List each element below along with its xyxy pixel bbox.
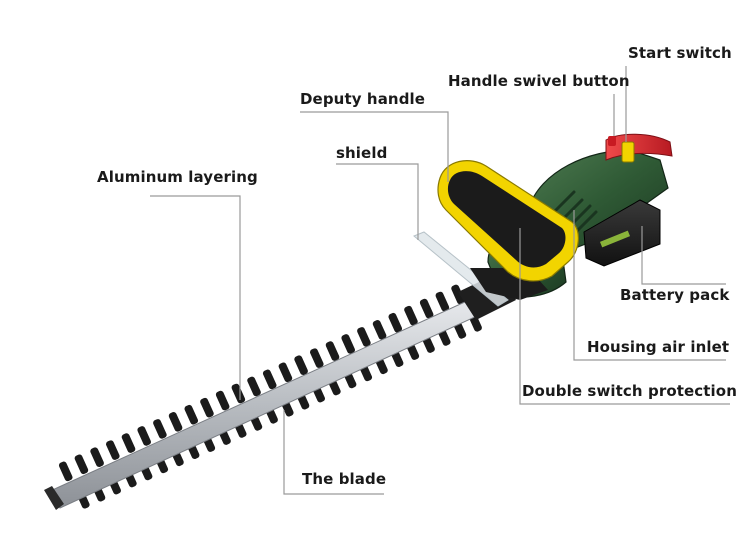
label-shield: shield: [336, 144, 388, 162]
blade-tooth: [153, 419, 167, 439]
blade-tooth: [325, 341, 340, 361]
blade-tooth: [184, 404, 199, 425]
blade-tooth: [372, 320, 387, 340]
blade-tooth: [90, 447, 104, 467]
leader-deputy-handle: [300, 111, 449, 182]
leader-blade: [283, 410, 384, 495]
label-handle-swivel-button: Handle swivel button: [448, 72, 630, 90]
blade-tooth: [168, 412, 183, 432]
blade-tooth: [435, 291, 450, 312]
blade-assembly: [44, 272, 516, 510]
blade-tooth: [419, 298, 434, 319]
blade-tooth: [231, 383, 246, 404]
blade-tooth: [106, 440, 120, 460]
blade-tooth: [310, 348, 324, 368]
blade-tooth: [341, 334, 355, 354]
leader-air-inlet: [573, 210, 726, 361]
blade-tooth: [137, 426, 151, 446]
blade-tooth: [357, 327, 371, 347]
start-switch-trigger: [621, 141, 635, 163]
blade-tooth: [451, 284, 465, 305]
label-deputy-handle: Deputy handle: [300, 90, 426, 108]
label-double-switch-protection: Double switch protection: [522, 382, 737, 400]
blade-tooth: [388, 312, 403, 333]
battery-pack-shape: [583, 199, 661, 267]
leader-aluminum: [150, 195, 241, 400]
blade-tooth: [121, 433, 136, 453]
blade-tooth: [404, 305, 418, 326]
blade-tooth: [215, 390, 230, 411]
leader-lines: [150, 66, 730, 495]
label-start-switch: Start switch: [628, 44, 732, 62]
spine-tip: [44, 486, 64, 510]
leader-shield: [336, 163, 419, 240]
blade-tooth: [294, 355, 308, 375]
label-the-blade: The blade: [302, 470, 387, 488]
label-battery-pack: Battery pack: [620, 286, 730, 304]
swivel-button: [608, 136, 616, 146]
aluminum-spine: [47, 295, 491, 509]
blade-tooth: [58, 461, 73, 482]
blade-tooth: [74, 454, 89, 475]
blade-tooth: [200, 397, 214, 418]
leader-double-switch: [519, 228, 730, 405]
deputy-handle-shape: [437, 160, 579, 282]
blade-tooth: [247, 376, 261, 397]
blade-tooth: [278, 362, 293, 383]
blade-teeth-upper: [58, 284, 465, 482]
label-housing-air-inlet: Housing air inlet: [587, 338, 730, 356]
leader-battery: [641, 226, 726, 285]
blade-tooth: [262, 369, 277, 390]
label-aluminum-layering: Aluminum layering: [97, 168, 258, 186]
